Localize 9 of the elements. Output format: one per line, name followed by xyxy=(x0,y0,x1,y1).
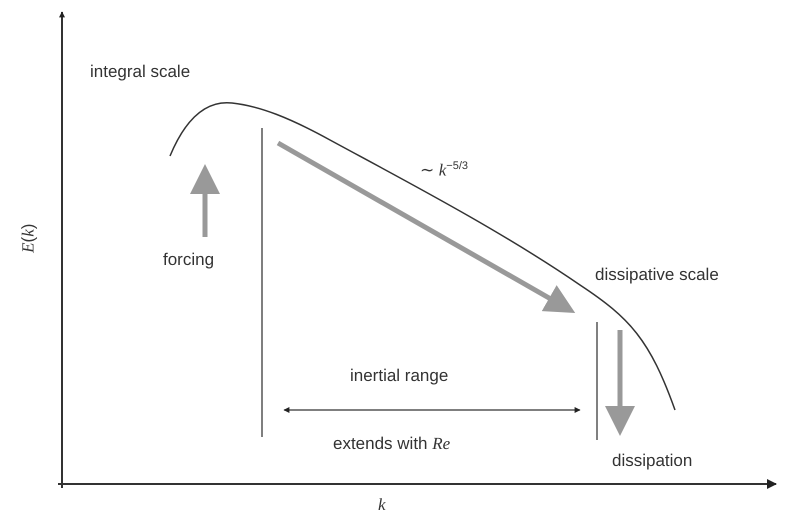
scale-label: integral scale xyxy=(90,62,190,82)
range-label: inertial range xyxy=(350,366,448,386)
scale-label: dissipative scale xyxy=(595,265,719,286)
annotation-label: forcing xyxy=(163,250,214,270)
annotation-label: dissipation xyxy=(612,451,692,472)
axis-label: E(k) xyxy=(18,224,38,253)
annotation-label: extends with Re xyxy=(333,434,450,454)
axis-label: k xyxy=(378,495,386,516)
slope-label: ∼ k$^{−5/3}$ xyxy=(420,160,468,182)
